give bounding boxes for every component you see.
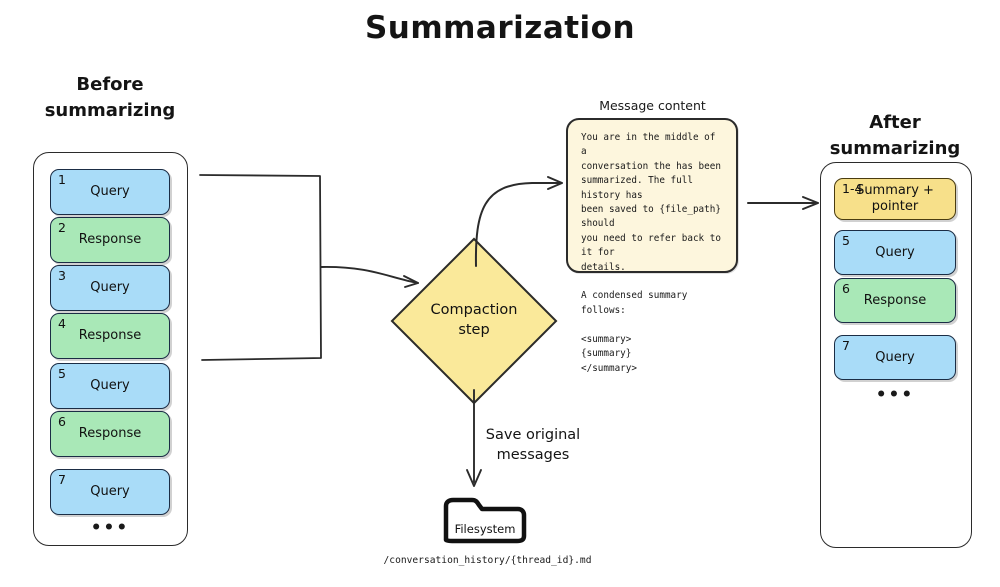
message-index: 6 [58,414,66,429]
after-header-line1: After [869,112,921,133]
message-index: 5 [58,366,66,381]
message-card-6[interactable]: 6 Response [50,411,170,457]
before-summarizing-header: Before summarizing [30,72,190,124]
filesystem-path: /conversation_history/{thread_id}.md [383,555,592,566]
before-stack-ellipsis: ••• [90,518,130,538]
message-content-box: You are in the middle of a conversation … [566,118,738,374]
diamond-label-line1: Compaction [430,302,518,319]
message-card-4[interactable]: 4 Response [50,313,170,359]
bracket-to-compaction-connector [199,174,419,361]
page-title: Summarization [364,10,636,46]
message-card-2[interactable]: 2 Response [50,217,170,263]
message-label: Query [90,280,130,296]
message-content-label: Message content [599,98,706,113]
after-message-card-6[interactable]: 6 Response [834,278,956,323]
message-card-7[interactable]: 7 Query [50,469,170,515]
diamond-label-line2: step [458,322,490,338]
message-label: Response [78,232,142,248]
message-card-1[interactable]: 1 Query [50,169,170,215]
message-index: 4 [58,316,66,331]
message-label: Query [875,244,915,260]
arrow-save-to-filesystem [466,389,482,487]
message-index: 3 [58,268,66,283]
message-label: Response [78,328,142,344]
message-index: 5 [842,233,850,248]
before-header-line2: summarizing [44,100,176,122]
message-label: Query [90,484,130,500]
message-index: 2 [58,220,66,235]
message-index: 7 [58,472,66,487]
folder-icon [443,497,527,544]
message-label: Response [78,426,142,442]
message-label: Response [863,292,927,308]
summary-pointer-card[interactable]: 1-4 Summary + pointer [834,178,956,220]
message-index: 6 [842,281,850,296]
after-message-card-5[interactable]: 5 Query [834,230,956,275]
after-stack-ellipsis: ••• [875,385,915,405]
message-label: Query [90,378,130,394]
filesystem-node[interactable]: Filesystem [440,496,530,544]
save-label-line1: Save original [485,427,581,443]
before-header-line1: Before [76,74,144,95]
after-message-card-7[interactable]: 7 Query [834,335,956,380]
message-index: 1-4 [842,181,863,196]
message-index: 7 [842,338,850,353]
message-label: Summary + pointer [856,182,934,214]
after-summarizing-header: After summarizing [815,110,975,162]
after-header-line2: summarizing [829,138,961,160]
filesystem-label: Filesystem [454,522,516,536]
message-label: Query [90,184,130,200]
message-card-5[interactable]: 5 Query [50,363,170,409]
message-index: 1 [58,172,66,187]
save-original-messages-label: Save original messages [478,426,588,465]
arrow-to-after-stack [747,196,819,210]
diamond-label: Compaction step [415,262,533,380]
save-label-line2: messages [496,446,570,463]
message-label: Query [875,349,915,365]
arrow-to-message-content [474,176,563,267]
compaction-step-node[interactable]: Compaction step [390,237,558,405]
message-card-3[interactable]: 3 Query [50,265,170,311]
